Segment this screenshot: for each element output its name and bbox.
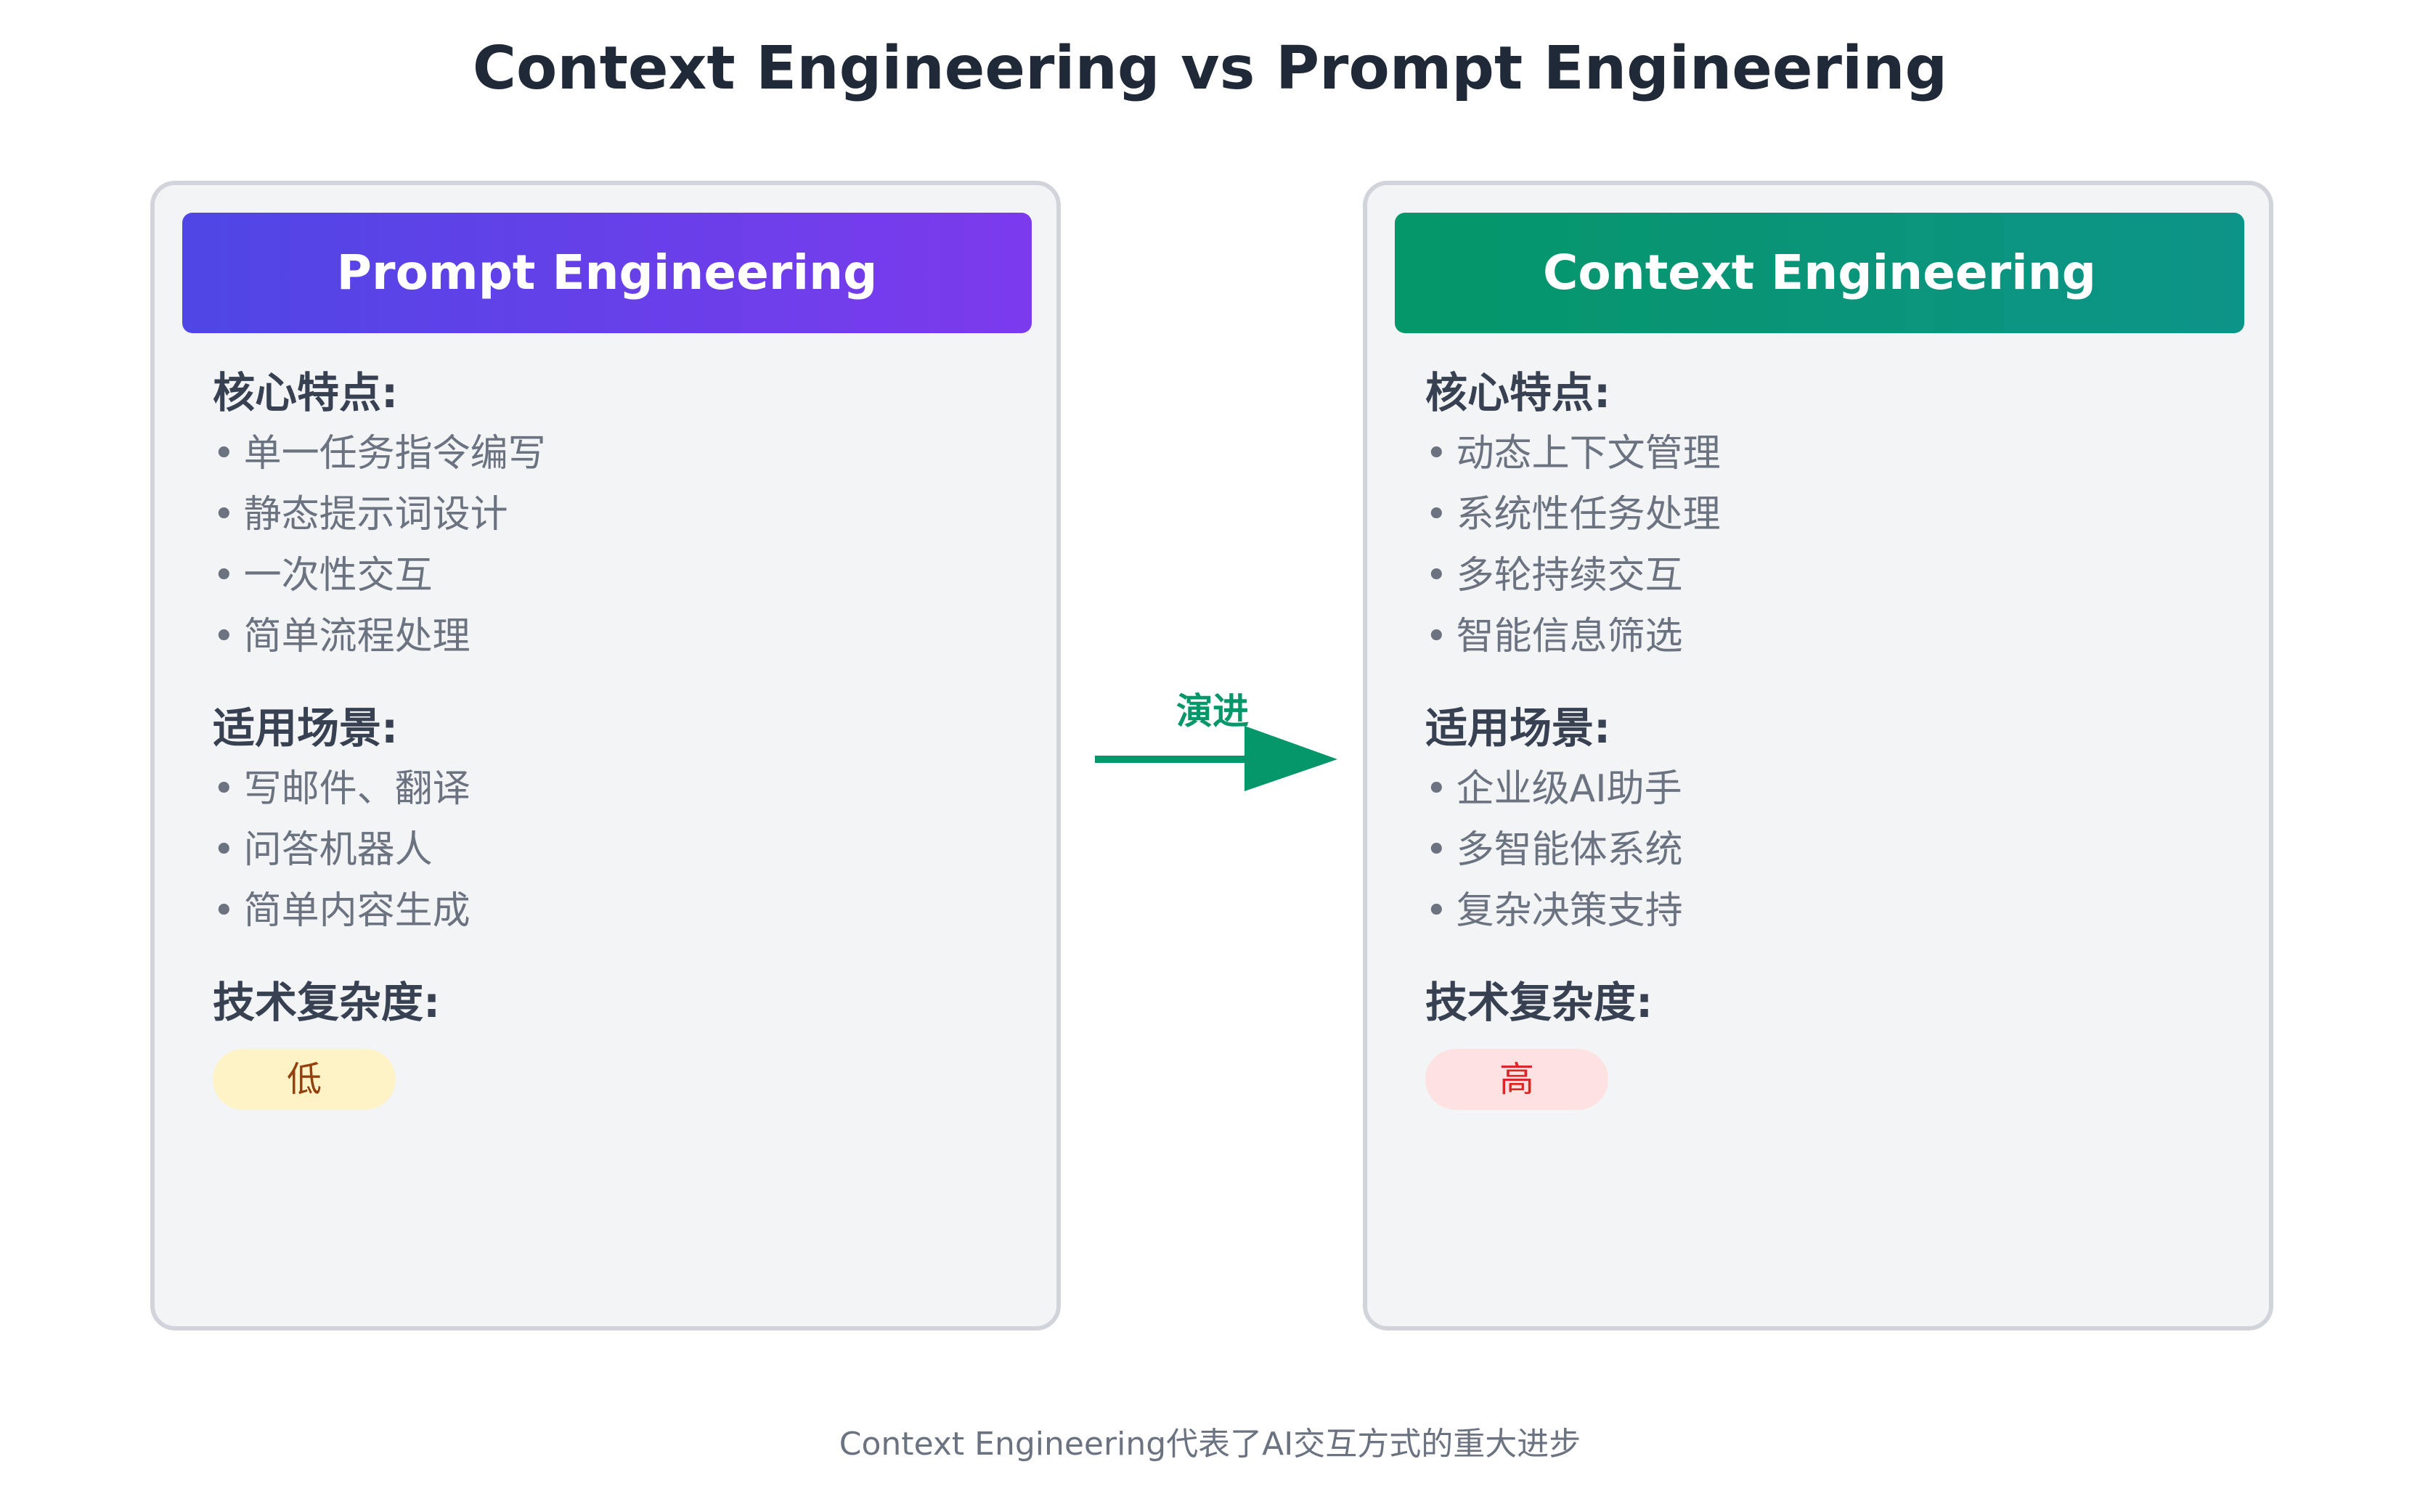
scenario-item: •问答机器人	[213, 828, 433, 872]
scenario-item: •企业级AI助手	[1425, 767, 1682, 811]
core-feature-item: •动态上下文管理	[1425, 432, 1721, 475]
complexity-badge-high: 高	[1425, 1049, 1608, 1110]
footer-caption: Context Engineering代表了AI交互方式的重大进步	[839, 1426, 1581, 1463]
scenarios-title: 适用场景:	[213, 703, 399, 753]
prompt-engineering-card: Prompt Engineering 核心特点: •单一任务指令编写 •静态提示…	[150, 181, 1061, 1331]
scenarios-title: 适用场景:	[1425, 703, 1611, 753]
complexity-title: 技术复杂度:	[1425, 978, 1653, 1027]
page-title: Context Engineering vs Prompt Engineerin…	[472, 34, 1948, 103]
context-engineering-card: Context Engineering 核心特点: •动态上下文管理 •系统性任…	[1363, 181, 2273, 1331]
scenario-item: •写邮件、翻译	[213, 767, 470, 811]
scenario-item: •简单内容生成	[213, 889, 470, 933]
arrow-head	[1244, 726, 1337, 791]
evolution-arrow-icon	[1095, 726, 1337, 791]
core-feature-item: •静态提示词设计	[213, 493, 508, 536]
core-feature-item: •多轮持续交互	[1425, 554, 1683, 597]
core-feature-item: •单一任务指令编写	[213, 432, 546, 475]
complexity-title: 技术复杂度:	[213, 978, 441, 1027]
complexity-badge-low: 低	[213, 1049, 396, 1110]
context-engineering-header: Context Engineering	[1395, 213, 2244, 333]
core-feature-item: •系统性任务处理	[1425, 493, 1721, 536]
core-feature-item: •智能信息筛选	[1425, 615, 1683, 658]
core-feature-item: •一次性交互	[213, 554, 433, 597]
core-feature-item: •简单流程处理	[213, 615, 470, 658]
prompt-engineering-header: Prompt Engineering	[182, 213, 1032, 333]
core-features-title: 核心特点:	[1425, 368, 1611, 417]
core-features-title: 核心特点:	[213, 368, 399, 417]
scenario-item: •复杂决策支持	[1425, 889, 1683, 933]
scenario-item: •多智能体系统	[1425, 828, 1683, 872]
evolution-label: 演进	[1176, 690, 1249, 732]
